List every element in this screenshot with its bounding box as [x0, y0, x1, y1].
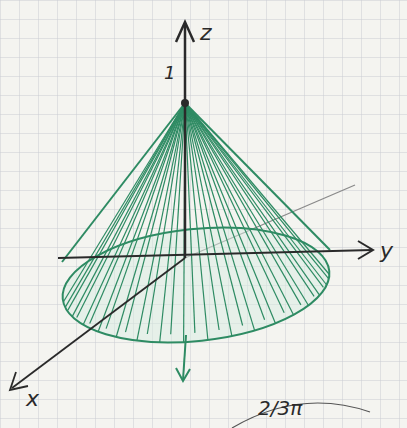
hatch-line: [68, 103, 185, 310]
hatch-line: [185, 103, 323, 287]
axis-label: z: [200, 22, 212, 44]
hatch-line: [137, 103, 185, 341]
z-axis: [184, 24, 187, 258]
hatch-line: [185, 103, 327, 285]
hatch-line: [185, 103, 294, 315]
arrowhead: [176, 22, 194, 42]
hatch-line: [185, 103, 265, 320]
hatch-line: [160, 103, 185, 342]
hatch-line: [185, 103, 314, 296]
hatch-line: [90, 103, 185, 324]
y-axis: [58, 250, 372, 258]
arrowhead: [10, 372, 28, 390]
apex-point: [181, 99, 189, 107]
cone-side: [62, 103, 185, 262]
hatch-line: [126, 103, 186, 332]
normal-arrow: [183, 335, 186, 380]
tick-label: 1: [164, 64, 175, 82]
hatch-line: [185, 103, 329, 275]
hatch-line: [171, 103, 185, 334]
hatch-line: [185, 103, 284, 313]
arrowhead: [176, 368, 190, 381]
hatch-line: [185, 103, 320, 295]
hatch-line: [98, 103, 185, 332]
axis-label: y: [380, 240, 393, 262]
cone-side: [185, 103, 330, 250]
hatch-line: [185, 103, 309, 306]
x-axis: [12, 258, 185, 388]
hatch-line: [147, 103, 185, 334]
result-note: 2/3π: [258, 398, 302, 418]
axis-label: x: [26, 388, 39, 410]
arrowhead: [358, 241, 373, 259]
cone-hatching: [63, 103, 329, 342]
